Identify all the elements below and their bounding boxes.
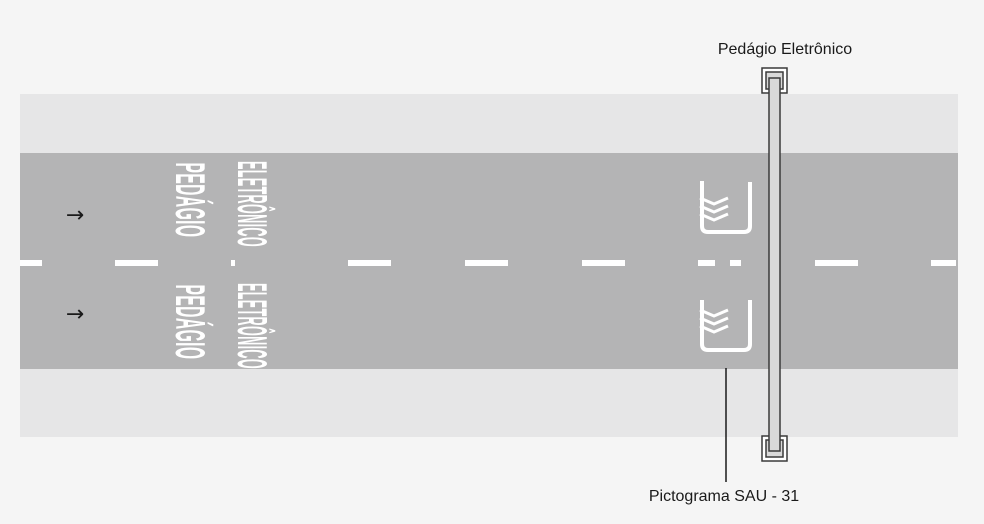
toll-tag-pictogram <box>699 181 752 234</box>
pavement-word-pedagio: PEDÁGIO <box>167 163 214 238</box>
lane-dash <box>582 260 625 266</box>
lane-dash <box>931 260 956 266</box>
lane-dash <box>20 260 42 266</box>
pavement-text-upper: PEDÁGIO ELETRÔNICO <box>167 161 277 247</box>
pavement-text-lower: PEDÁGIO ELETRÔNICO <box>167 283 277 369</box>
lane-dash <box>348 260 391 266</box>
lane-dash <box>698 260 715 266</box>
pavement-word-pedagio: PEDÁGIO <box>167 285 214 360</box>
lane-dash <box>465 260 508 266</box>
lane-divider <box>20 260 956 266</box>
pictogram-label: Pictograma SAU - 31 <box>649 488 799 505</box>
lane-dash <box>115 260 158 266</box>
arrow-right-icon: → <box>66 203 84 228</box>
toll-gantry <box>761 67 788 462</box>
toll-tag-pictogram <box>699 300 752 352</box>
lane-dash <box>815 260 858 266</box>
arrow-right-icon: → <box>66 302 84 327</box>
lane-dash <box>730 260 741 266</box>
gantry-label: Pedágio Eletrônico <box>718 41 852 58</box>
gantry-beam <box>768 77 781 452</box>
pavement-word-eletronico: ELETRÔNICO <box>229 161 277 247</box>
lane-dash <box>231 260 235 266</box>
pavement-word-eletronico: ELETRÔNICO <box>229 283 277 369</box>
